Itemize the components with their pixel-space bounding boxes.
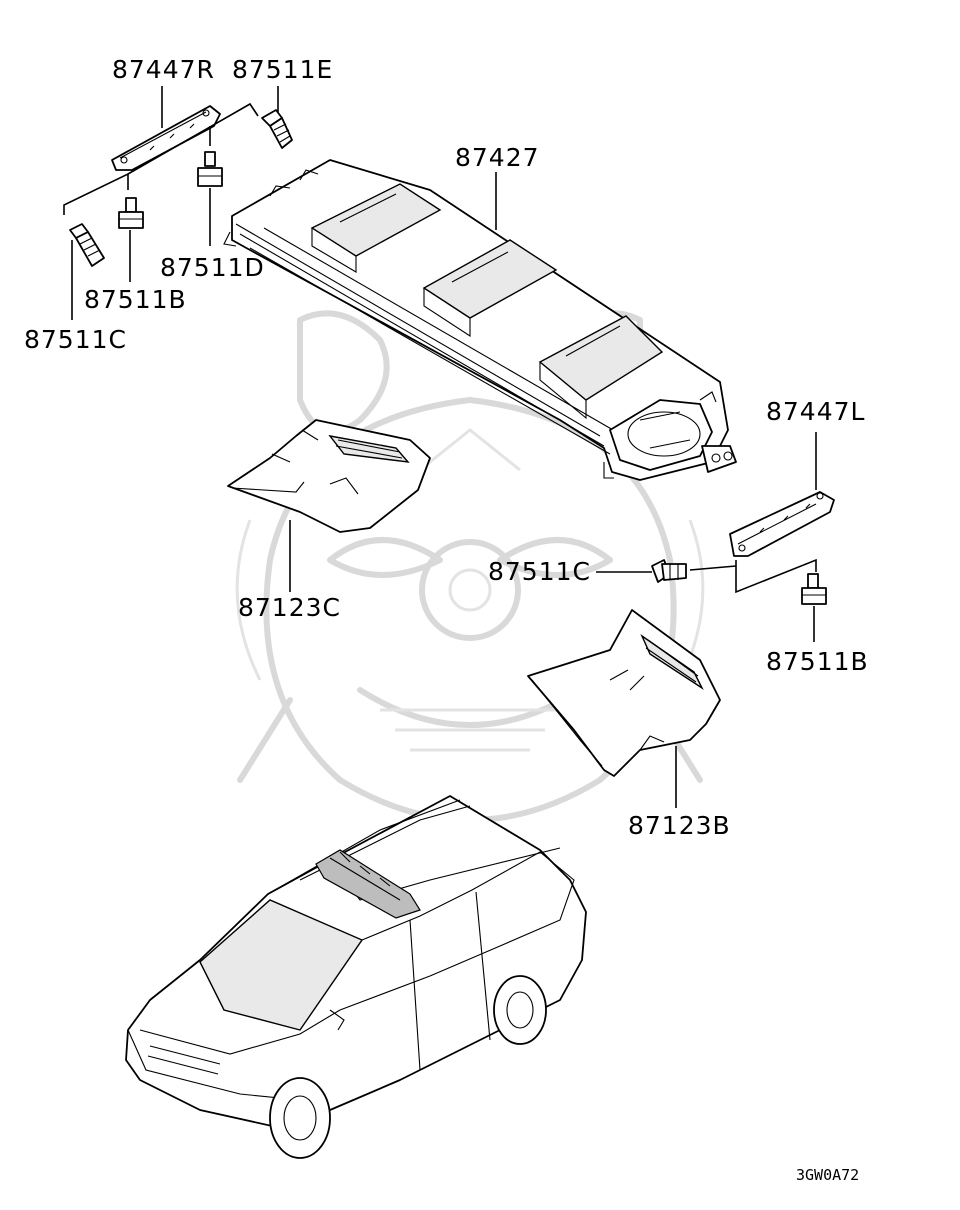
- callout-87123B: 87123B: [628, 811, 731, 840]
- bolt-87511C-right: [651, 559, 687, 583]
- callout-87427: 87427: [455, 143, 540, 172]
- callout-87123C: 87123C: [238, 593, 341, 622]
- bracket-87447L: [729, 491, 835, 557]
- bolt-87511D: [197, 151, 223, 187]
- trim-87123B: [527, 609, 721, 777]
- bolt-87511C-left: [69, 223, 105, 267]
- trim-87123C: [227, 419, 431, 533]
- callout-87447L: 87447L: [766, 397, 865, 426]
- callout-87511C-left: 87511C: [24, 325, 127, 354]
- explode-line-87447R: [63, 102, 259, 215]
- bolt-87511B-right: [801, 573, 827, 605]
- callout-87511E: 87511E: [232, 55, 333, 84]
- callout-labels: 87447R 87511E 87427 87511D 87511B 87511C…: [24, 55, 869, 1184]
- callout-87511B-right: 87511B: [766, 647, 869, 676]
- callout-87511C-right: 87511C: [488, 557, 591, 586]
- callout-87511B-left: 87511B: [84, 285, 187, 314]
- bolt-87511E: [261, 109, 293, 149]
- bracket-87447R: [111, 105, 221, 171]
- callout-87447R: 87447R: [112, 55, 215, 84]
- figure-code: 3GW0A72: [796, 1166, 859, 1184]
- callout-87511D: 87511D: [160, 253, 265, 282]
- explode-line-87447L: [689, 558, 817, 594]
- bolt-87511B-left: [118, 197, 144, 229]
- vehicle-illustration: [125, 795, 587, 1159]
- roof-duct-87427: [223, 159, 737, 481]
